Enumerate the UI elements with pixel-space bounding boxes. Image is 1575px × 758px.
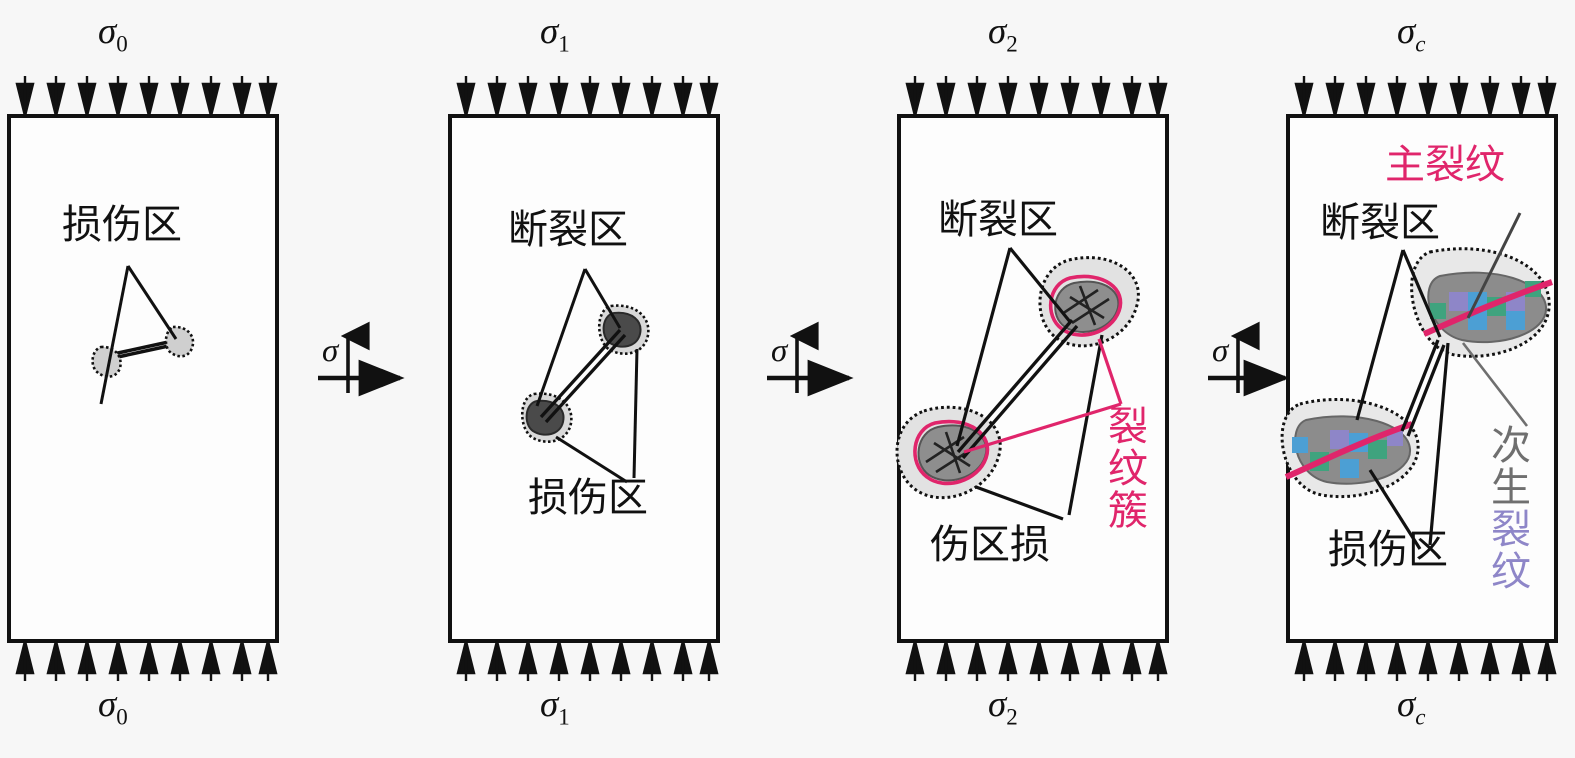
label-fracture-zone-4: 断裂区 [1320, 200, 1440, 246]
label-damage-zone-1: 损伤区 [62, 202, 182, 248]
label-main-crack-4: 主裂纹 [1385, 142, 1505, 188]
damage-zone-tip-1b [91, 345, 122, 378]
sigma-symbol: σ [1397, 11, 1416, 52]
specimen-rect-1 [7, 114, 279, 643]
transition-arrow-1 [318, 321, 405, 397]
label-crack-cluster-3: 裂纹簇 [1101, 405, 1147, 531]
sigma-subscript: 2 [1006, 31, 1018, 57]
fracture-zone-2b [525, 399, 565, 436]
flaw-4 [1400, 339, 1446, 437]
leader-lines-4 [1355, 249, 1450, 550]
sigma-symbol: σ [322, 333, 339, 369]
stress-label-top-1: σ0 [98, 10, 128, 57]
sigma-symbol: σ [540, 684, 559, 725]
stress-label-bottom-4: σc [1397, 683, 1425, 730]
sigma-symbol: σ [98, 11, 117, 52]
load-arrows-bottom-4 [1294, 639, 1557, 683]
label-fracture-zone-3: 断裂区 [938, 197, 1058, 243]
crack-cluster-outline-3a [1048, 274, 1123, 337]
label-damage-zone-3: 伤区损 [930, 522, 1050, 568]
stress-label-top-2: σ1 [540, 10, 570, 57]
label-fracture-zone-2: 断裂区 [508, 207, 628, 253]
flaw-2 [539, 328, 627, 424]
sigma-symbol: σ [771, 333, 788, 369]
load-arrows-bottom-2 [456, 639, 719, 683]
stress-label-bottom-2: σ1 [540, 683, 570, 730]
transition-arrow-2 [767, 321, 854, 397]
secondary-crack-part2: 裂纹 [1484, 508, 1530, 592]
load-arrows-top-3 [905, 74, 1168, 118]
sigma-symbol: σ [540, 11, 559, 52]
sigma-subscript: 2 [1006, 704, 1018, 730]
stress-label-bottom-3: σ2 [988, 683, 1018, 730]
load-arrows-top-1 [15, 74, 278, 118]
sigma-subscript: 1 [558, 704, 570, 730]
micro-cracks-3a [1061, 285, 1110, 326]
sigma-subscript: 1 [558, 31, 570, 57]
sigma-symbol: σ [98, 684, 117, 725]
sigma-symbol: σ [988, 684, 1007, 725]
stress-label-bottom-1: σ0 [98, 683, 128, 730]
main-crack-line-4b [1284, 421, 1413, 480]
sigma-symbol: σ [988, 11, 1007, 52]
sigma-subscript: 0 [116, 31, 128, 57]
leader-lines-1 [99, 265, 178, 405]
load-arrows-bottom-1 [15, 639, 278, 683]
sigma-subscript: c [1415, 31, 1426, 57]
sigma-symbol: σ [1212, 333, 1229, 369]
secondary-crack-part1: 次生 [1484, 424, 1530, 508]
secondary-crack-fragments-4a [1430, 281, 1541, 330]
transition-arrow-3 [1208, 321, 1290, 397]
leader-lines-2 [535, 268, 639, 484]
label-secondary-crack-4: 次生裂纹 [1484, 424, 1530, 592]
crack-cluster-leader-3 [963, 338, 1123, 454]
main-crack-leader-4 [1466, 212, 1522, 319]
sigma-subscript: c [1415, 704, 1426, 730]
flaw-3 [956, 318, 1079, 460]
sigma-symbol: σ [1397, 684, 1416, 725]
label-damage-zone-4: 损伤区 [1328, 527, 1448, 573]
stress-label-top-4: σc [1397, 10, 1425, 57]
load-arrows-top-2 [456, 74, 719, 118]
leader-lines-3 [955, 246, 1104, 521]
secondary-crack-leader-4 [1461, 342, 1529, 427]
load-arrows-top-4 [1294, 74, 1557, 118]
stress-label-top-3: σ2 [988, 10, 1018, 57]
load-arrows-bottom-3 [905, 639, 1168, 683]
label-damage-zone-2: 损伤区 [528, 475, 648, 521]
sigma-subscript: 0 [116, 704, 128, 730]
